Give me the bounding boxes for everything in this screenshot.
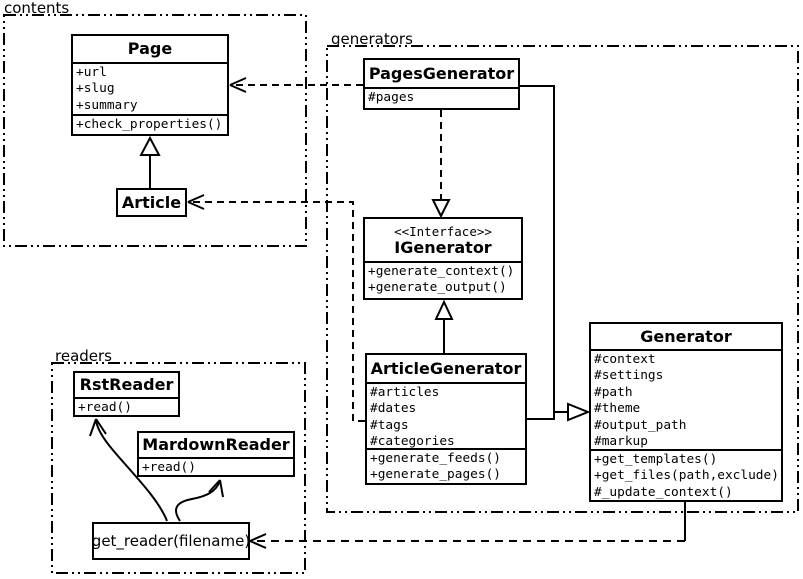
class-articlegenerator: ArticleGenerator #articles #dates #tags …: [365, 353, 527, 485]
package-label-generators: generators: [331, 30, 413, 48]
class-generator: Generator #context #settings #path #them…: [589, 322, 783, 502]
class-articlegenerator-attributes: #articles #dates #tags #categories: [367, 382, 525, 448]
class-igenerator-name: IGenerator: [394, 237, 492, 257]
method: +generate_output(): [368, 280, 507, 296]
class-igenerator-stereotype: <<Interface>>: [394, 223, 492, 239]
attribute: +summary: [76, 97, 138, 113]
relation-articlegenerator-implements-igenerator: [434, 299, 454, 353]
method: +generate_feeds(): [370, 451, 501, 466]
function-get-reader: get_reader(filename): [92, 522, 250, 560]
method: #_update_context(): [594, 484, 733, 500]
class-mardownreader-name: MardownReader: [142, 435, 290, 454]
package-label-contents: contents: [4, 0, 70, 17]
package-border-generators: [326, 45, 799, 513]
method: +get_templates(): [594, 452, 718, 467]
relation-article-extends-page: [139, 135, 161, 188]
attribute: #pages: [368, 90, 415, 105]
class-pagesgenerator-attributes: #pages: [365, 87, 518, 108]
attribute: #articles: [370, 385, 440, 400]
attribute: #context: [594, 352, 656, 367]
class-igenerator-header: <<Interface>> IGenerator: [365, 219, 521, 261]
attribute: #theme: [594, 401, 641, 417]
class-generator-methods: +get_templates() +get_files(path,exclude…: [591, 449, 781, 500]
method: +get_files(path,exclude): [594, 468, 779, 484]
class-page: Page +url +slug +summary +check_properti…: [71, 34, 229, 136]
package-label-readers: readers: [55, 347, 112, 365]
class-rstreader-name: RstReader: [79, 375, 174, 394]
attribute: #tags: [370, 417, 409, 433]
class-article: Article: [116, 188, 187, 217]
class-pagesgenerator: PagesGenerator #pages: [363, 58, 520, 110]
class-generator-name: Generator: [640, 326, 732, 346]
package-border-readers: [51, 362, 306, 574]
relation-pagesgenerator-uses-page: [229, 77, 363, 93]
relation-generators-extend-generator: [520, 85, 591, 422]
class-rstreader: RstReader +read(): [73, 371, 180, 417]
class-page-attributes: +url +slug +summary: [73, 62, 227, 114]
relation-articlegenerator-uses-article: [187, 194, 365, 422]
method: +check_properties(): [76, 117, 223, 132]
class-rstreader-methods: +read(): [75, 397, 178, 415]
method: +read(): [142, 460, 196, 475]
class-igenerator: <<Interface>> IGenerator +generate_conte…: [363, 217, 523, 300]
class-igenerator-methods: +generate_context() +generate_output(): [365, 261, 521, 298]
class-mardownreader-methods: +read(): [139, 457, 293, 475]
attribute: #categories: [370, 434, 455, 448]
attribute: +slug: [76, 81, 115, 97]
attribute: #markup: [594, 434, 648, 449]
relation-getreader-returns-rstreader: [89, 418, 168, 522]
class-articlegenerator-methods: +generate_feeds() +generate_pages(): [367, 448, 525, 483]
class-generator-attributes: #context #settings #path #theme #output_…: [591, 349, 781, 449]
method: +read(): [78, 400, 132, 415]
relation-getreader-returns-mardownreader: [175, 479, 224, 522]
class-page-methods: +check_properties(): [73, 114, 227, 136]
class-page-name: Page: [127, 39, 173, 58]
method: +generate_pages(): [370, 467, 501, 483]
attribute: +url: [76, 65, 107, 80]
class-articlegenerator-name: ArticleGenerator: [370, 358, 522, 378]
class-mardownreader: MardownReader +read(): [137, 431, 295, 477]
attribute: #dates: [370, 401, 417, 417]
attribute: #settings: [594, 368, 664, 384]
attribute: #output_path: [594, 417, 687, 433]
class-pagesgenerator-name: PagesGenerator: [368, 63, 515, 83]
relation-pagesgenerator-implements-igenerator: [431, 110, 451, 219]
class-article-name: Article: [121, 192, 182, 212]
relation-generator-uses-getreader: [249, 502, 686, 549]
package-border-contents: [3, 14, 307, 247]
method: +generate_context(): [368, 264, 515, 279]
attribute: #path: [594, 384, 633, 400]
